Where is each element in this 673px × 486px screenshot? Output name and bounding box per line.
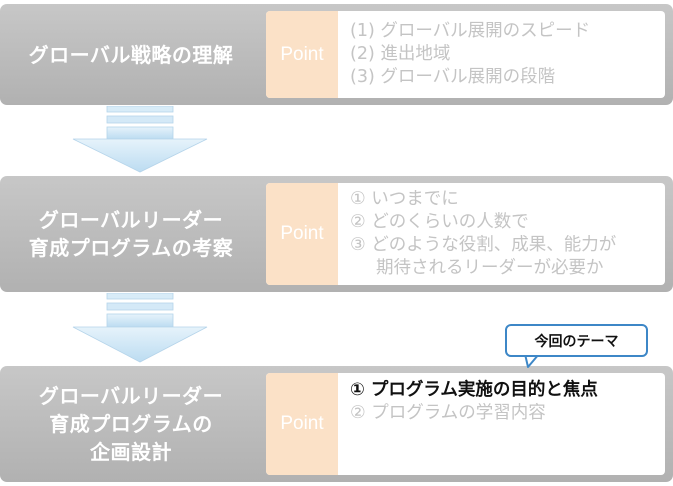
- points-panel: Point ① いつまでに ② どのくらいの人数で ③ どのような役割、成果、能…: [266, 183, 665, 285]
- point-item: (2) 進出地域: [350, 44, 451, 64]
- stage-title-line: グローバル戦略の理解: [28, 42, 234, 67]
- callout-label: 今回のテーマ: [505, 324, 648, 357]
- point-item: (3) グローバル展開の段階: [350, 67, 556, 87]
- points-panel: Point (1) グローバル展開のスピード (2) 進出地域 (3) グローバ…: [266, 11, 665, 98]
- stage-title-line: グローバルリーダー: [38, 384, 224, 408]
- point-tag: Point: [266, 183, 338, 285]
- stage-global-strategy: グローバル戦略の理解 Point (1) グローバル展開のスピード (2) 進出…: [0, 4, 673, 105]
- point-tag: Point: [266, 373, 338, 475]
- points-list: (1) グローバル展開のスピード (2) 進出地域 (3) グローバル展開の段階: [350, 11, 661, 98]
- stage-title-line: グローバルリーダー: [38, 208, 224, 232]
- points-list: ① いつまでに ② どのくらいの人数で ③ どのような役割、成果、能力が 期待さ…: [350, 183, 661, 285]
- points-panel: Point ① プログラム実施の目的と焦点 ② プログラムの学習内容: [266, 373, 665, 475]
- stage-title-line: 育成プログラムの: [49, 412, 213, 436]
- down-arrow-icon: [72, 106, 208, 173]
- point-item-text: ③ どのような役割、成果、能力が: [350, 235, 617, 255]
- stage-title: グローバル戦略の理解: [0, 4, 262, 105]
- stage-title-line: 育成プログラムの考察: [28, 236, 234, 260]
- point-item: ① いつまでに: [350, 189, 459, 209]
- stage-leader-program-study: グローバルリーダー 育成プログラムの考察 Point ① いつまでに ② どのく…: [0, 176, 673, 292]
- point-item: ② プログラムの学習内容: [350, 403, 546, 423]
- stage-title-line: 企画設計: [90, 440, 172, 464]
- down-arrow-icon: [72, 293, 208, 363]
- stage-title: グローバルリーダー 育成プログラムの考察: [0, 176, 262, 292]
- point-item: ② どのくらいの人数で: [350, 212, 529, 232]
- stage-program-planning: グローバルリーダー 育成プログラムの 企画設計 Point ① プログラム実施の…: [0, 366, 673, 482]
- current-theme-callout: 今回のテーマ: [505, 324, 648, 368]
- point-item: ③ どのような役割、成果、能力が 期待されるリーダーが必要か: [350, 234, 661, 280]
- point-item-current-theme: ① プログラム実施の目的と焦点: [350, 380, 598, 400]
- point-item-continuation: 期待されるリーダーが必要か: [376, 258, 604, 278]
- points-list: ① プログラム実施の目的と焦点 ② プログラムの学習内容: [350, 373, 661, 475]
- point-item: (1) グローバル展開のスピード: [350, 21, 591, 41]
- point-tag: Point: [266, 11, 338, 98]
- stage-title: グローバルリーダー 育成プログラムの 企画設計: [0, 366, 262, 482]
